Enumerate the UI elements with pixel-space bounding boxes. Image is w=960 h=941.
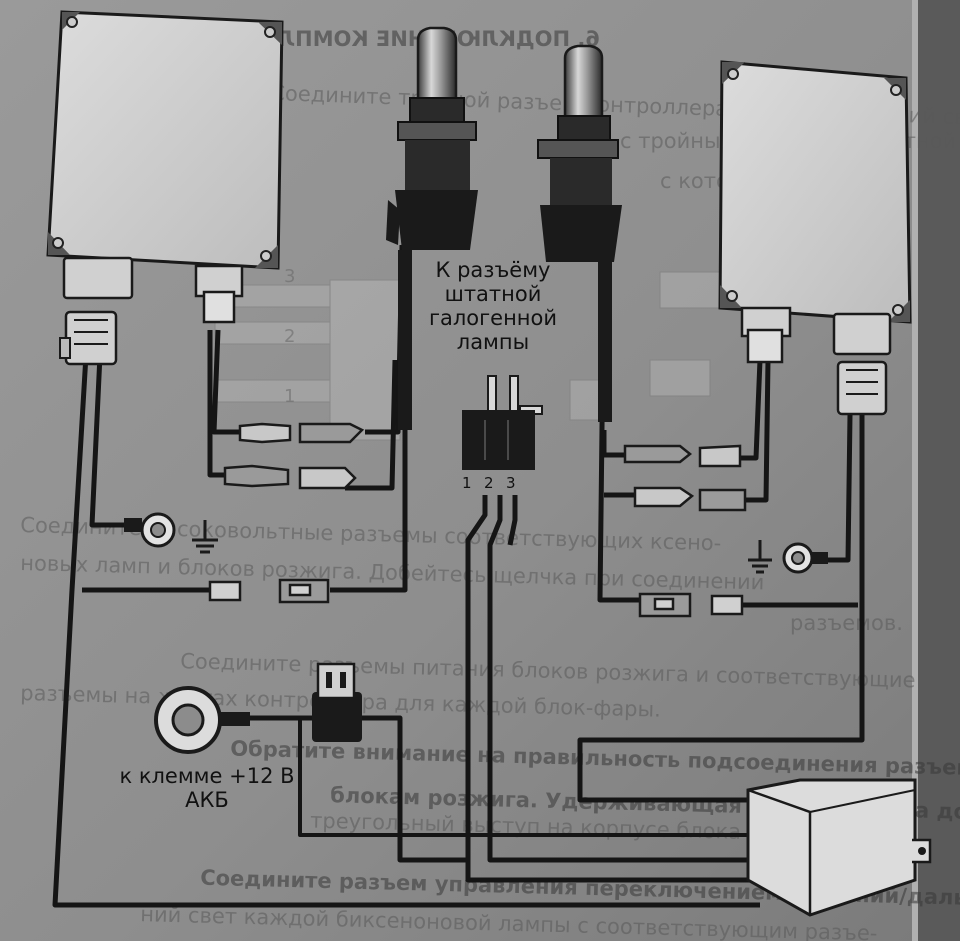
wiring xyxy=(52,244,865,908)
left-ground-ring-icon xyxy=(124,512,218,554)
controller-relay-box xyxy=(746,778,932,917)
pin-label-2: 2 xyxy=(484,474,494,492)
page-edge xyxy=(918,0,960,941)
wire-lamp-1 xyxy=(465,495,760,883)
left-xenon-bulb xyxy=(386,26,478,430)
lamp-label-line: К разъёму xyxy=(435,258,551,282)
left-control-connector xyxy=(208,578,330,604)
back-number-1: 1 xyxy=(284,386,295,407)
wire-right-ballast-a xyxy=(740,359,763,461)
wire-left-bulb-c xyxy=(345,359,398,491)
wire-lamp-3 xyxy=(507,495,518,546)
wire-left-hv-b xyxy=(207,330,230,478)
left-power-plug xyxy=(59,310,118,366)
left-ballast xyxy=(46,10,284,324)
battery-terminal-label: к клемме +12 В АКБ xyxy=(92,764,322,812)
halogen-lamp-connector xyxy=(462,375,543,470)
bleed-through-numbers: 3 2 1 xyxy=(284,266,295,407)
wire-lamp-2 xyxy=(487,495,760,863)
ground-symbol-icon xyxy=(748,540,772,574)
wire-battery-b xyxy=(355,715,470,863)
battery-ring-terminal xyxy=(154,686,250,754)
wire-left-ground xyxy=(89,354,130,528)
wire-left-bulb-b xyxy=(330,360,408,593)
wire-battery-c xyxy=(298,718,760,837)
fuse-holder-icon xyxy=(312,662,362,742)
right-hv-connectors xyxy=(623,444,747,512)
wire-right-hv-a xyxy=(601,430,630,458)
right-ground-ring-icon xyxy=(748,540,828,574)
svg-text:разъемов.: разъемов. xyxy=(790,611,903,635)
ground-symbol-icon xyxy=(192,520,218,554)
left-hv-connectors xyxy=(223,422,365,490)
right-xenon-bulb xyxy=(537,44,622,422)
back-number-3: 3 xyxy=(284,266,295,287)
lamp-connector-label: К разъёму штатной галогенной лампы xyxy=(418,258,568,355)
lamp-label-line: лампы xyxy=(456,330,530,355)
pin-label-1: 1 xyxy=(462,474,472,492)
bleed-through-drawing xyxy=(214,271,721,441)
pin-labels: 1 2 3 xyxy=(462,474,516,492)
lamp-label-line: штатной xyxy=(444,282,542,307)
wire-right-main xyxy=(577,415,865,803)
lamp-label-line: галогенной xyxy=(428,306,558,331)
right-ballast xyxy=(718,60,912,364)
pin-label-3: 3 xyxy=(506,474,516,492)
wire-left-main xyxy=(52,354,760,908)
wire-left-hv-a xyxy=(211,329,245,435)
battery-label-line: к клемме +12 В xyxy=(119,764,295,788)
right-power-plug xyxy=(836,360,888,416)
battery-label-line: АКБ xyxy=(185,788,229,813)
back-number-2: 2 xyxy=(284,326,295,347)
wire-right-ballast-b xyxy=(745,359,771,503)
right-control-connector xyxy=(638,592,744,618)
